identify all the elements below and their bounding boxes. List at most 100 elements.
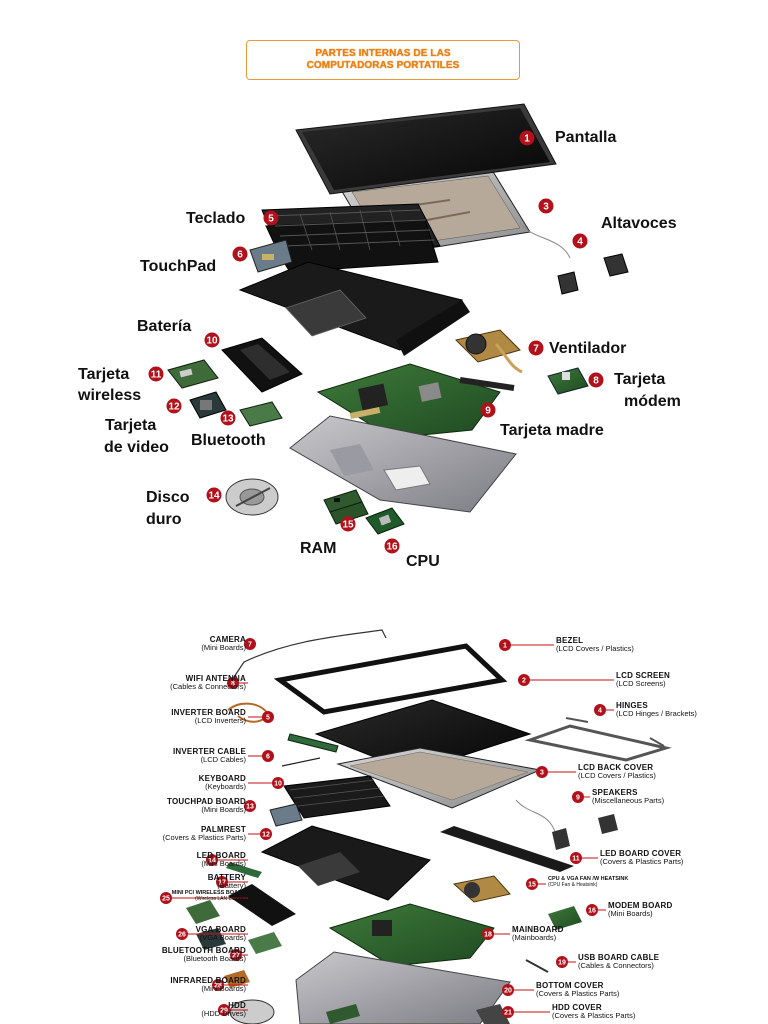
wireless-part [167,359,219,389]
mini-pci-part [186,900,220,924]
led-board-part [226,862,262,878]
palmrest-part [238,261,470,356]
marker-bottom-16: 16 [586,904,598,916]
modem-part [547,367,589,395]
label-title: MAINBOARD [512,925,564,934]
marker-bottom-29: 29 [218,1004,230,1016]
label-title: BATTERY [207,873,246,882]
svg-text:21: 21 [504,1010,512,1017]
label-subtitle: (Mini Boards) [608,909,653,918]
svg-text:4: 4 [598,708,602,715]
screen-part [295,103,557,195]
label-title: INVERTER CABLE [172,747,246,756]
label-title: HINGES [616,701,648,710]
label-title: BOTTOM COVER [536,981,604,990]
marker-bottom-10: 10 [272,777,284,789]
svg-text:15: 15 [342,520,354,531]
label-title: BLUETOOTH BOARD [161,946,246,955]
bottom-cover-part [289,415,517,513]
label-title: INVERTER BOARD [171,708,246,717]
label-subtitle: (HDD Drives) [201,1009,246,1018]
inverter-cable-part [281,757,321,767]
camera-cable-part [231,629,387,681]
svg-text:3: 3 [540,770,544,777]
svg-text:26: 26 [178,932,186,939]
marker-bottom-18: 18 [482,928,494,940]
label-left-10: KEYBOARD(Keyboards) [199,775,246,791]
label-right-9: SPEAKERS(Miscellaneous Parts) [592,789,664,805]
svg-text:11: 11 [572,856,580,863]
marker-bottom-9: 9 [572,791,584,803]
marker-top-7: 7 [528,340,544,356]
marker-bottom-14: 14 [206,854,218,866]
svg-text:17: 17 [218,880,226,887]
marker-bottom-6: 6 [262,750,274,762]
svg-text:8: 8 [593,376,599,387]
svg-text:15: 15 [528,882,536,889]
battery-part-2 [228,884,296,926]
label-subtitle: (LCD Screens) [616,679,666,688]
label-left-27: BLUETOOTH BOARD(Bluetooth Boards) [162,947,246,963]
svg-text:16: 16 [588,908,596,915]
label-subtitle: (CPU Fan & Heatsink) [548,882,598,888]
video-card-part [189,391,227,419]
marker-top-4: 4 [572,233,588,249]
label-tarjeta-wireless-2: wireless [78,387,142,404]
label-subtitle: (Mini Boards) [201,984,246,993]
label-title: HDD COVER [552,1003,602,1012]
label-title: BEZEL [556,636,584,645]
label-subtitle: (Covers & Plastics Parts) [552,1011,636,1020]
keyboard-part [261,203,441,273]
label-subtitle: (Miscellaneous Parts) [592,796,665,805]
bluetooth-board-part [248,932,282,954]
label-title: CAMERA [209,635,246,644]
label-title: SPEAKERS [592,788,638,797]
modem-board-part [548,906,582,930]
label-left-28: INFRARED BOARD(Mini Boards) [170,977,246,993]
label-title: LCD SCREEN [616,671,671,680]
battery-part [221,337,303,393]
label-subtitle: (Cables & Connectors) [578,961,654,970]
svg-text:7: 7 [248,642,252,649]
label-right-18: MAINBOARD(Mainboards) [512,926,564,942]
marker-bottom-11: 11 [570,852,582,864]
label-title: CPU & VGA FAN /W HEATSINK [548,876,629,882]
svg-text:8: 8 [231,681,235,688]
marker-bottom-13: 13 [244,800,256,812]
label-tarjeta-video-1: Tarjeta [105,417,157,434]
label-tarjeta-wireless-1: Tarjeta [78,366,130,383]
label-right-15: CPU & VGA FAN /W HEATSINK(CPU Fan & Heat… [548,876,628,888]
label-subtitle: (Covers & Plastics Parts) [600,857,684,866]
label-title: LCD BACK COVER [578,763,654,772]
label-right-3: LCD BACK COVER(LCD Covers / Plastics) [578,764,656,780]
label-bluetooth: Bluetooth [191,432,266,449]
marker-bottom-3: 3 [536,766,548,778]
label-disco-1: Disco [146,489,190,506]
marker-bottom-15: 15 [526,878,538,890]
label-tarjeta-video-2: de video [104,439,169,456]
label-right-11: LED BOARD COVER(Covers & Plastics Parts) [600,850,683,866]
diagram-bottom [186,629,672,1024]
marker-bottom-1: 1 [499,639,511,651]
svg-text:9: 9 [576,795,580,802]
label-subtitle: (LCD Inverters) [194,716,246,725]
label-subtitle: (Cables & Connectors) [170,682,246,691]
label-right-19: USB BOARD CABLE(Cables & Connectors) [578,954,659,970]
marker-bottom-21: 21 [502,1006,514,1018]
cpu-part [365,507,405,535]
fan-part [455,329,523,374]
label-right-16: MODEM BOARD(Mini Boards) [608,902,672,918]
marker-bottom-2: 2 [518,674,530,686]
label-right-2: LCD SCREEN(LCD Screens) [616,672,670,688]
label-left-25: MINI PCI WIRELESS BOARD(Wireless LAN Boa… [172,890,246,902]
label-subtitle: (Mini Boards) [201,805,246,814]
marker-top-1: 1 [519,130,535,146]
label-subtitle: (LCD Covers / Plastics) [578,771,656,780]
svg-text:2: 2 [522,678,526,685]
label-left-6: INVERTER CABLE(LCD Cables) [173,748,246,764]
speakers-part [519,221,629,295]
label-title: TOUCHPAD BOARD [167,797,246,806]
svg-text:12: 12 [262,832,270,839]
svg-text:12: 12 [168,402,180,413]
marker-bottom-12: 12 [260,828,272,840]
